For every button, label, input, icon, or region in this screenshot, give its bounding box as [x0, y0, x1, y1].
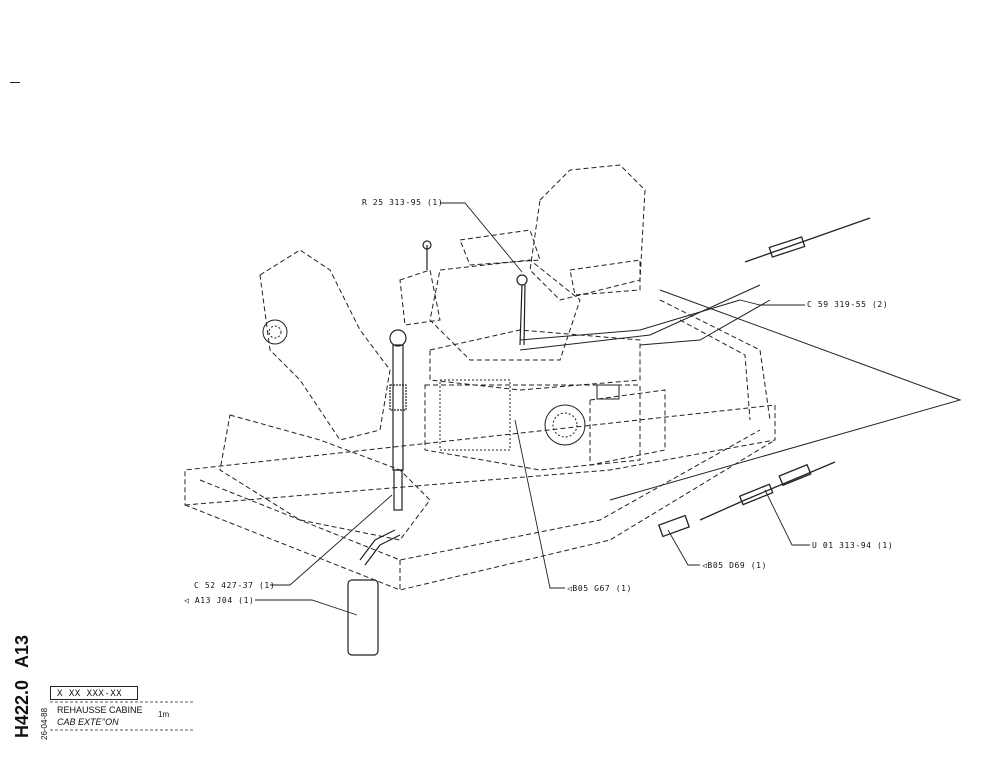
- leader-lines: [255, 202, 810, 616]
- platform-outline: [184, 164, 962, 591]
- title-english: CAB EXTE’’ON: [57, 717, 119, 727]
- grille-details: [262, 319, 620, 451]
- title-french: REHAUSSE CABINE: [57, 705, 143, 715]
- callout-b05-d69: ◁B05 D69 (1): [702, 561, 767, 570]
- callout-b05-g67: ◁B05 G67 (1): [567, 584, 632, 593]
- part-code-box: X XX XXX-XX: [50, 686, 138, 700]
- callout-c59: C 59 319-55 (2): [807, 300, 889, 309]
- title-size: 1m: [158, 710, 170, 719]
- side-code-a: A13: [12, 634, 32, 668]
- cables: [657, 217, 871, 538]
- lever-and-cylinder: [347, 240, 528, 656]
- callout-r25: R 25 313-95 (1): [362, 198, 444, 207]
- title-block-lines: [50, 701, 193, 731]
- callout-c52: C 52 427-37 (1): [194, 581, 276, 590]
- callout-a13-j04: ◁ A13 J04 (1): [184, 596, 255, 605]
- margin-dash: [10, 82, 20, 83]
- side-code-b: H422.0: [12, 679, 32, 738]
- callout-u01: U 01 313-94 (1): [812, 541, 894, 550]
